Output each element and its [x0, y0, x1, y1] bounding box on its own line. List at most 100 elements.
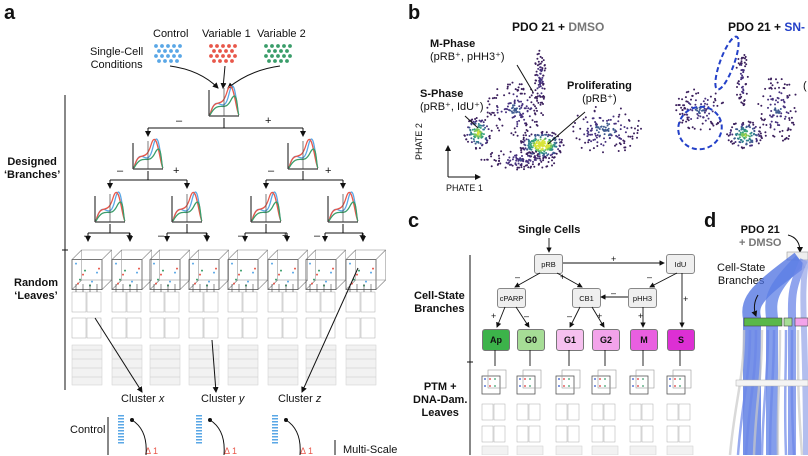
sphase-point [473, 128, 476, 131]
right-point [593, 110, 596, 113]
ptm-subcube [666, 425, 679, 443]
right-prolif-point [740, 139, 743, 141]
base-point [519, 159, 522, 161]
base-point [507, 162, 510, 165]
leaf-cube-0-pt [96, 271, 98, 274]
right-prolif-point [755, 139, 758, 142]
right-edge-point [776, 81, 779, 84]
right-mid-point [704, 97, 707, 100]
leaf-cube-5-pt [292, 271, 294, 274]
delta-y: Δ 1 [224, 446, 238, 456]
sphase-point [478, 119, 481, 122]
right-point [604, 126, 607, 129]
right-mid-point [690, 98, 692, 101]
stem-point [537, 101, 540, 104]
control-marker [196, 415, 202, 417]
leaf-cube-6-pt [318, 269, 320, 272]
condition-dot [273, 59, 277, 63]
leaf-cube-5-pt [287, 280, 289, 283]
right-stem-point [739, 93, 742, 96]
leaf-cube-0-pt [82, 273, 84, 276]
leaf-cube-7-pt [372, 267, 374, 270]
ptm-cube-front [555, 375, 575, 395]
ptm-cube-pt [484, 378, 486, 380]
right-prolif-point [752, 133, 755, 136]
right-edge-point [769, 126, 772, 129]
prolif-point [539, 138, 542, 141]
right-stem-point [738, 83, 741, 86]
condition-variable2-label: Variable 2 [257, 28, 306, 40]
right-edge-point [788, 135, 791, 137]
control-marker [272, 421, 278, 423]
leaf-cube-0-pt [91, 280, 93, 283]
ptm-cube-pt [632, 378, 634, 380]
right-mid-point [681, 121, 684, 124]
leaf-cube-2-pt [160, 273, 162, 276]
mid-point [506, 87, 509, 90]
right-point [615, 143, 618, 146]
arrow-cparp-g0 [515, 306, 530, 328]
leaf-g2: G2 [592, 329, 620, 351]
right-prolif-point [731, 126, 734, 129]
sphase-point [477, 123, 480, 125]
node-phh3: pHH3 [628, 288, 657, 308]
mid-point [513, 108, 516, 110]
sphase-pointer [464, 115, 479, 129]
base-point [529, 155, 532, 158]
mid-point [490, 113, 492, 116]
leaf-subcube [305, 317, 321, 339]
mid-point [526, 130, 529, 132]
sphase-point [468, 133, 471, 136]
prolif-point [519, 146, 522, 149]
condition-dot [178, 44, 182, 48]
prolif-point [551, 148, 554, 151]
right-mid-point [704, 119, 707, 122]
right-prolif-point [752, 121, 754, 124]
base-point [547, 161, 550, 163]
leaf-subcube [242, 317, 258, 339]
ptm-grid [555, 445, 583, 455]
stem-point [537, 83, 540, 86]
right-point [623, 140, 626, 143]
cluster-x-name: x [158, 393, 165, 405]
sphase-point [485, 142, 487, 145]
right-edge-point [782, 98, 785, 101]
prolif-point [524, 147, 527, 150]
sphase-point [472, 138, 475, 141]
leaf-cube-6-pt [332, 267, 334, 270]
sphase-point [484, 126, 487, 129]
base-point [512, 156, 515, 159]
right-prolif-point [749, 144, 752, 147]
prolif-point [546, 144, 549, 147]
sphase-point [466, 133, 469, 136]
mid-point [542, 114, 544, 116]
base-point [515, 159, 518, 162]
base-point [548, 157, 551, 160]
right-edge-point [776, 121, 779, 124]
leaf-cube-5-pt [275, 278, 277, 281]
leaf-grid [149, 344, 181, 386]
branch-plus-l2b: + [325, 165, 332, 177]
leaf-cube-6-pt [309, 262, 311, 265]
base-point [511, 164, 514, 167]
right-prolif-point [731, 142, 734, 145]
ptm-cube-pt [558, 385, 560, 387]
mid-point [511, 81, 514, 84]
sphase-point [481, 143, 484, 146]
ptm-cube-back [597, 369, 617, 389]
leaf-cube-2-front [149, 259, 181, 291]
right-prolif-point [745, 136, 747, 139]
prolif-point [551, 131, 554, 134]
stem-point [543, 87, 546, 90]
right-edge-point [784, 115, 787, 118]
stem-point [534, 89, 537, 92]
leaf-cube-6-edge [335, 249, 346, 260]
base-point [519, 157, 522, 160]
mid-point [516, 89, 519, 91]
mid-point [493, 96, 496, 99]
ptm-cube-front [516, 375, 536, 395]
prolif-point [535, 147, 538, 149]
ptm-subcube [516, 403, 529, 421]
hist-l2-0-curve-2 [95, 201, 126, 222]
ptm-cube-pt [637, 378, 639, 380]
